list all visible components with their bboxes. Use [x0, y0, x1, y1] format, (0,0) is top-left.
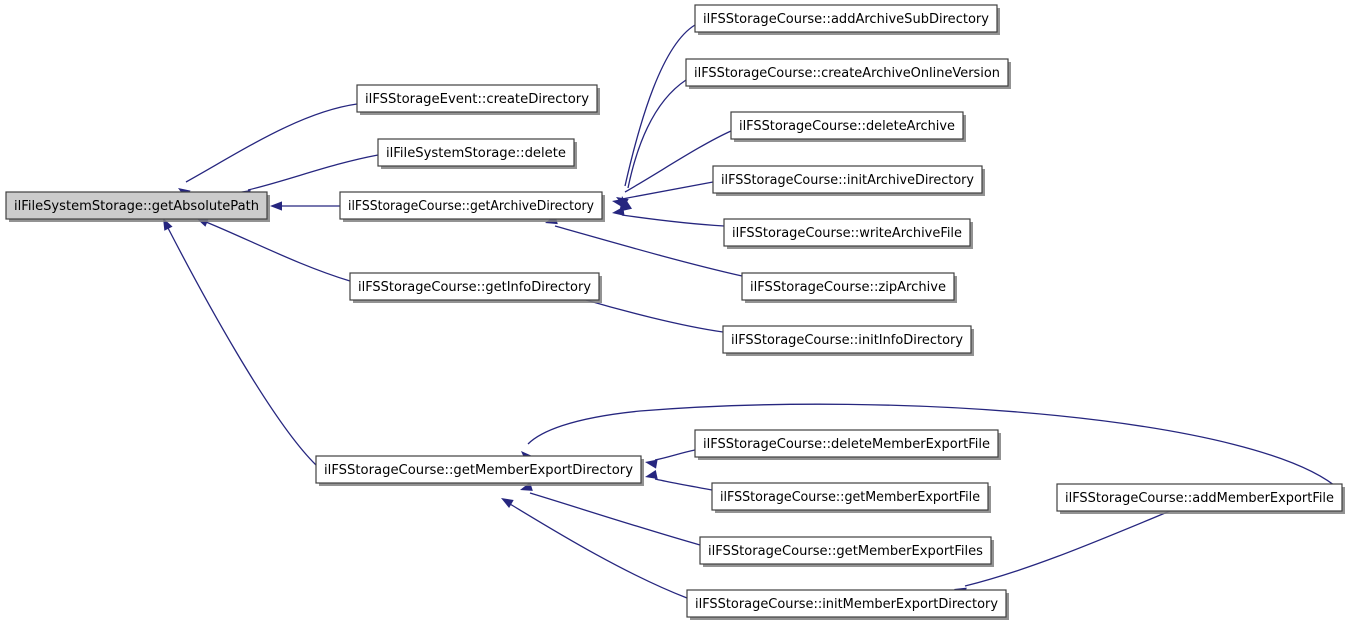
node-label: ilFSStorageCourse::createArchiveOnlineVe…	[694, 65, 1000, 81]
node-getAbsolutePath[interactable]: ilFileSystemStorage::getAbsolutePath	[5, 191, 270, 222]
edge-initMemberExportDirectory-to-getMemberExportDirectory	[501, 498, 688, 599]
edge-initArchiveDirectory-to-getArchiveDirectory	[612, 181, 714, 208]
arrowhead	[612, 198, 625, 208]
edge-line	[205, 221, 351, 282]
node-addMemberExportFile[interactable]: ilFSStorageCourse::addMemberExportFile	[1056, 483, 1345, 514]
node-label: ilFSStorageCourse::getMemberExportFile	[720, 489, 980, 505]
node-deleteArchive[interactable]: ilFSStorageCourse::deleteArchive	[730, 111, 966, 142]
node-getArchiveDirectory[interactable]: ilFSStorageCourse::getArchiveDirectory	[339, 191, 605, 222]
node-getMemberExportDirectory[interactable]: ilFSStorageCourse::getMemberExportDirect…	[315, 455, 644, 486]
edge-getMemberExportDirectory-to-getAbsolutePath	[163, 218, 317, 466]
node-rect[interactable]	[711, 482, 989, 511]
node-label: ilFSStorageCourse::addArchiveSubDirector…	[703, 11, 989, 27]
edge-line	[167, 227, 317, 466]
node-rect[interactable]	[356, 84, 598, 113]
edge-deleteMemberExportFile-to-getMemberExportDirectory	[645, 449, 696, 469]
node-rect[interactable]	[699, 536, 992, 565]
node-rect[interactable]	[730, 111, 964, 140]
nodes-layer: ilFileSystemStorage::getAbsolutePathilFS…	[5, 4, 1345, 620]
node-rect[interactable]	[723, 218, 971, 247]
edge-line	[621, 214, 725, 227]
node-rect[interactable]	[377, 138, 575, 167]
arrowhead	[501, 498, 514, 508]
edge-getInfoDirectory-to-getAbsolutePath	[196, 218, 351, 282]
node-addArchiveSubDirectory[interactable]: ilFSStorageCourse::addArchiveSubDirector…	[694, 4, 1000, 35]
node-rect[interactable]	[722, 325, 972, 354]
node-createDirectory[interactable]: ilFSStorageEvent::createDirectory	[356, 84, 600, 115]
node-getMemberExportFile[interactable]: ilFSStorageCourse::getMemberExportFile	[711, 482, 991, 513]
edge-line	[964, 510, 1171, 587]
edge-writeArchiveFile-to-getArchiveDirectory	[612, 206, 725, 227]
node-getInfoDirectory[interactable]: ilFSStorageCourse::getInfoDirectory	[349, 272, 602, 303]
node-rect[interactable]	[339, 191, 603, 220]
node-getMemberExportFiles[interactable]: ilFSStorageCourse::getMemberExportFiles	[699, 536, 994, 567]
node-initArchiveDirectory[interactable]: ilFSStorageCourse::initArchiveDirectory	[712, 165, 985, 196]
edge-line	[627, 79, 687, 189]
node-rect[interactable]	[315, 455, 642, 484]
node-label: ilFSStorageCourse::initMemberExportDirec…	[695, 596, 998, 612]
edge-getMemberExportFiles-to-getMemberExportDirectory	[520, 482, 701, 546]
edge-zipArchive-to-getArchiveDirectory	[545, 215, 743, 277]
node-rect[interactable]	[349, 272, 600, 301]
node-label: ilFSStorageCourse::initArchiveDirectory	[721, 172, 974, 188]
node-rect[interactable]	[741, 272, 955, 301]
arrowhead	[645, 470, 658, 480]
edge-line	[621, 181, 714, 200]
node-label: ilFSStorageCourse::getMemberExportDirect…	[324, 462, 633, 478]
node-rect[interactable]	[686, 589, 1007, 618]
node-writeArchiveFile[interactable]: ilFSStorageCourse::writeArchiveFile	[723, 218, 973, 249]
node-label: ilFSStorageCourse::addMemberExportFile	[1065, 490, 1334, 506]
edge-line	[185, 103, 358, 183]
node-zipArchive[interactable]: ilFSStorageCourse::zipArchive	[741, 272, 957, 303]
edge-line	[654, 478, 713, 491]
node-deleteMemberExportFile[interactable]: ilFSStorageCourse::deleteMemberExportFil…	[694, 429, 1001, 460]
node-rect[interactable]	[5, 191, 268, 220]
node-label: ilFSStorageCourse::getMemberExportFiles	[708, 543, 983, 559]
edge-line	[654, 449, 696, 461]
edge-getArchiveDirectory-to-getAbsolutePath	[270, 201, 340, 211]
edge-line	[509, 503, 688, 599]
node-label: ilFSStorageEvent::createDirectory	[365, 91, 589, 107]
edge-createArchiveOnlineVersion-to-getArchiveDirectory	[622, 79, 687, 211]
node-rect[interactable]	[1056, 483, 1343, 512]
edge-line	[624, 130, 732, 193]
edge-line	[585, 299, 724, 333]
arrowhead	[645, 459, 658, 469]
node-label: ilFSStorageCourse::zipArchive	[750, 279, 946, 295]
node-label: ilFSStorageCourse::getInfoDirectory	[358, 279, 591, 295]
node-initInfoDirectory[interactable]: ilFSStorageCourse::initInfoDirectory	[722, 325, 974, 356]
node-label: ilFSStorageCourse::getArchiveDirectory	[348, 198, 594, 214]
node-label: ilFSStorageCourse::initInfoDirectory	[731, 332, 963, 348]
edge-line	[554, 225, 743, 277]
arrowhead	[612, 206, 625, 216]
node-label: ilFileSystemStorage::getAbsolutePath	[14, 198, 259, 214]
node-rect[interactable]	[694, 4, 998, 33]
node-initMemberExportDirectory[interactable]: ilFSStorageCourse::initMemberExportDirec…	[686, 589, 1009, 620]
node-label: ilFSStorageCourse::deleteArchive	[739, 118, 955, 134]
edge-line	[527, 403, 1341, 491]
node-delete[interactable]: ilFileSystemStorage::delete	[377, 138, 577, 169]
edge-createDirectory-to-getAbsolutePath	[178, 103, 358, 199]
node-rect[interactable]	[712, 165, 983, 194]
edge-getMemberExportFile-to-getMemberExportDirectory	[645, 470, 713, 491]
node-label: ilFSStorageCourse::writeArchiveFile	[732, 225, 962, 241]
edge-line	[529, 492, 701, 546]
node-label: ilFileSystemStorage::delete	[386, 145, 566, 161]
node-rect[interactable]	[694, 429, 999, 458]
node-label: ilFSStorageCourse::deleteMemberExportFil…	[703, 436, 990, 452]
edge-line	[247, 154, 379, 191]
node-createArchiveOnlineVersion[interactable]: ilFSStorageCourse::createArchiveOnlineVe…	[685, 58, 1011, 89]
edge-line	[624, 24, 696, 187]
arrowhead	[270, 201, 282, 211]
node-rect[interactable]	[685, 58, 1009, 87]
